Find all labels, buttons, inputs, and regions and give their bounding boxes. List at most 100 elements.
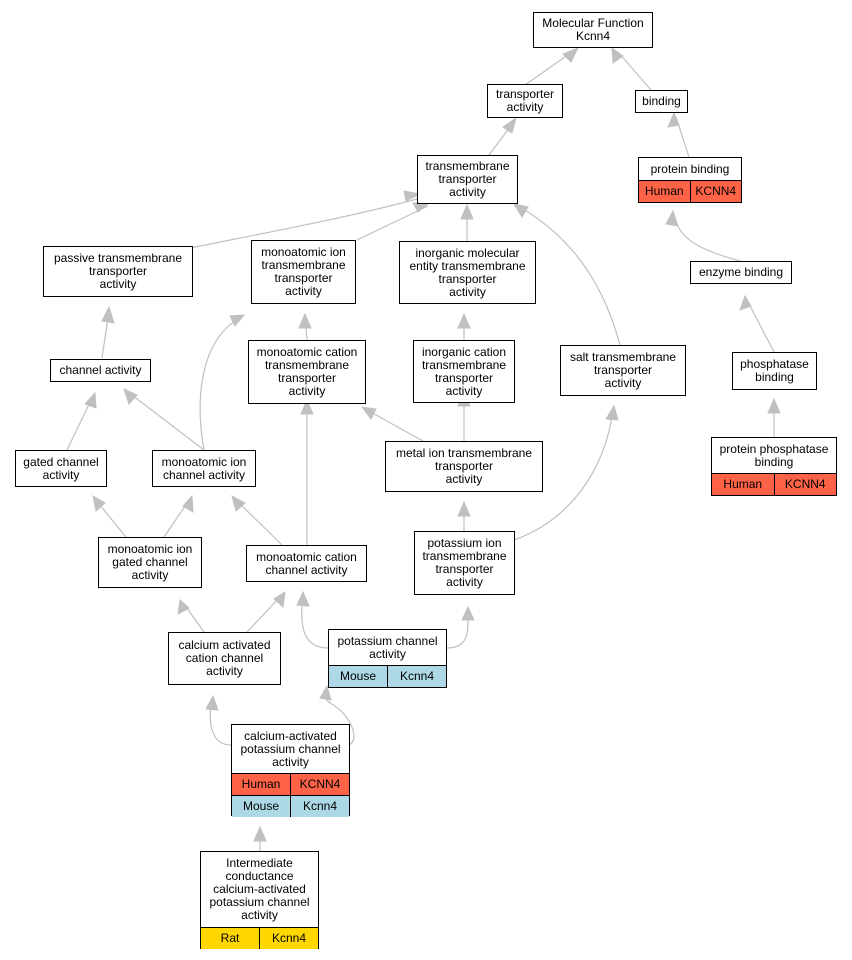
- node-potassium-ion-transmembrane[interactable]: potassium ion transmembrane transporter …: [414, 531, 515, 595]
- node-label: potassium ion transmembrane transporter …: [422, 536, 507, 589]
- node-gated-channel-activity[interactable]: gated channel activity: [15, 450, 107, 487]
- node-label: inorganic molecular entity transmembrane…: [409, 245, 526, 299]
- arrowhead: [767, 397, 781, 414]
- node-label: protein phosphatase binding: [719, 441, 829, 469]
- node-salt-transmembrane-transporter[interactable]: salt transmembrane transporter activity: [560, 345, 686, 396]
- node-label: monoatomic ion gated channel activity: [107, 542, 193, 582]
- node-inorganic-cation-transmembrane[interactable]: inorganic cation transmembrane transport…: [413, 340, 515, 403]
- node-transporter-activity[interactable]: transporter activity: [487, 84, 563, 118]
- arrowhead: [502, 116, 517, 134]
- node-monoatomic-ion-transmembrane[interactable]: monoatomic ion transmembrane transporter…: [251, 240, 356, 304]
- arrowhead: [562, 47, 580, 63]
- node-monoatomic-cation-channel[interactable]: monoatomic cation channel activity: [246, 545, 367, 582]
- edge-metal-mc-tm: [366, 409, 424, 442]
- arrowhead: [412, 202, 431, 213]
- species-cell: Human: [241, 777, 281, 791]
- edge-mi-channel-mi-tm: [199, 317, 241, 451]
- edge-monoatomic-ion-tm: [356, 205, 429, 241]
- edge-enzyme-protein-binding: [673, 215, 741, 262]
- node-label: potassium channel activity: [337, 633, 438, 661]
- node-label: monoatomic cation transmembrane transpor…: [256, 345, 358, 398]
- arrowhead: [123, 388, 138, 405]
- node-label: binding: [642, 94, 681, 108]
- node-enzyme-binding[interactable]: enzyme binding: [690, 261, 792, 284]
- node-label: transporter activity: [495, 87, 555, 114]
- node-inorganic-molecular-entity[interactable]: inorganic molecular entity transmembrane…: [399, 241, 536, 304]
- arrowhead: [512, 203, 529, 218]
- gene-cell: Kcnn4: [290, 796, 349, 817]
- species-cell: Mouse: [242, 799, 280, 813]
- node-molecular-function[interactable]: Molecular Function Kcnn4: [533, 12, 653, 48]
- arrowhead: [403, 190, 422, 202]
- annotation-row-mouse: Mouse Kcnn4: [232, 795, 349, 817]
- arrowhead: [739, 294, 752, 311]
- node-protein-binding[interactable]: protein binding Human KCNN4: [638, 157, 742, 203]
- arrowhead: [177, 599, 190, 615]
- node-label: phosphatase binding: [740, 357, 809, 384]
- arrowhead: [182, 494, 194, 513]
- node-phosphatase-binding[interactable]: phosphatase binding: [732, 352, 817, 390]
- arrowhead: [461, 605, 475, 621]
- node-label: transmembrane transporter activity: [425, 159, 510, 199]
- arrowhead: [667, 111, 680, 128]
- gene-cell: KCNN4: [689, 181, 742, 202]
- annotation-row-mouse: Mouse Kcnn4: [329, 665, 446, 687]
- arrowhead: [300, 398, 314, 415]
- node-monoatomic-cation-transmembrane[interactable]: monoatomic cation transmembrane transpor…: [248, 340, 366, 404]
- node-metal-ion-transmembrane[interactable]: metal ion transmembrane transporter acti…: [385, 441, 543, 492]
- node-label: passive transmembrane transporter activi…: [53, 251, 183, 291]
- node-label: inorganic cation transmembrane transport…: [421, 344, 507, 398]
- gene-cell: KCNN4: [290, 774, 349, 795]
- node-channel-activity[interactable]: channel activity: [50, 359, 151, 382]
- node-calcium-activated-potassium-channel[interactable]: calcium-activated potassium channel acti…: [231, 724, 350, 817]
- annotation-row-human: Human KCNN4: [712, 473, 836, 495]
- node-potassium-channel-activity[interactable]: potassium channel activity Mouse Kcnn4: [328, 629, 447, 688]
- species-cell: Human: [644, 184, 684, 198]
- annotation-row-rat: Rat Kcnn4: [201, 927, 318, 949]
- arrowhead: [457, 312, 471, 329]
- edge-transporter-root: [524, 51, 573, 86]
- arrowhead: [360, 406, 377, 420]
- edge-potassium-ion-salt: [513, 409, 614, 541]
- gene-cell: Kcnn4: [259, 928, 318, 949]
- arrowhead: [273, 591, 286, 608]
- edge-salt-tm: [517, 205, 621, 346]
- arrowhead: [319, 684, 332, 701]
- node-binding[interactable]: binding: [635, 90, 688, 113]
- node-intermediate-conductance[interactable]: Intermediate conductance calcium-activat…: [200, 851, 319, 949]
- node-monoatomic-ion-gated-channel[interactable]: monoatomic ion gated channel activity: [98, 537, 202, 588]
- node-label: Intermediate conductance calcium-activat…: [209, 856, 310, 922]
- arrowhead: [229, 314, 246, 327]
- node-label: monoatomic ion transmembrane transporter…: [261, 245, 346, 298]
- species-cell: Mouse: [339, 669, 377, 683]
- arrowhead: [605, 404, 619, 421]
- edge-mi-channel-channel: [127, 391, 205, 451]
- annotation-row-human: Human KCNN4: [639, 180, 741, 202]
- arrowhead: [92, 495, 106, 512]
- arrowhead: [665, 209, 679, 227]
- node-monoatomic-ion-channel[interactable]: monoatomic ion channel activity: [152, 450, 256, 487]
- node-label: protein binding: [650, 161, 730, 176]
- arrowhead: [253, 825, 267, 842]
- edge-phosphatase-enzyme: [746, 299, 775, 353]
- edge-passive-tm: [189, 195, 429, 249]
- node-label: metal ion transmembrane transporter acti…: [395, 446, 533, 486]
- node-label: calcium activated cation channel activit…: [178, 638, 271, 678]
- node-calcium-activated-cation-channel[interactable]: calcium activated cation channel activit…: [168, 632, 281, 685]
- node-transmembrane-transporter[interactable]: transmembrane transporter activity: [417, 155, 518, 204]
- annotation-row-human: Human KCNN4: [232, 773, 349, 795]
- node-label: gated channel activity: [23, 454, 99, 482]
- arrowhead: [296, 590, 310, 607]
- arrowhead: [205, 694, 219, 711]
- gene-cell: Kcnn4: [387, 666, 446, 687]
- edge-ca-cation-mc-channel: [246, 595, 282, 633]
- arrowhead: [298, 312, 312, 329]
- node-protein-phosphatase-binding[interactable]: protein phosphatase binding Human KCNN4: [711, 437, 837, 496]
- arrowhead: [457, 500, 471, 517]
- node-passive-transmembrane-transporter[interactable]: passive transmembrane transporter activi…: [43, 246, 193, 297]
- node-label: monoatomic cation channel activity: [256, 549, 357, 577]
- arrowhead: [460, 203, 474, 220]
- edge-binding-root: [617, 51, 652, 91]
- node-label: monoatomic ion channel activity: [161, 454, 247, 482]
